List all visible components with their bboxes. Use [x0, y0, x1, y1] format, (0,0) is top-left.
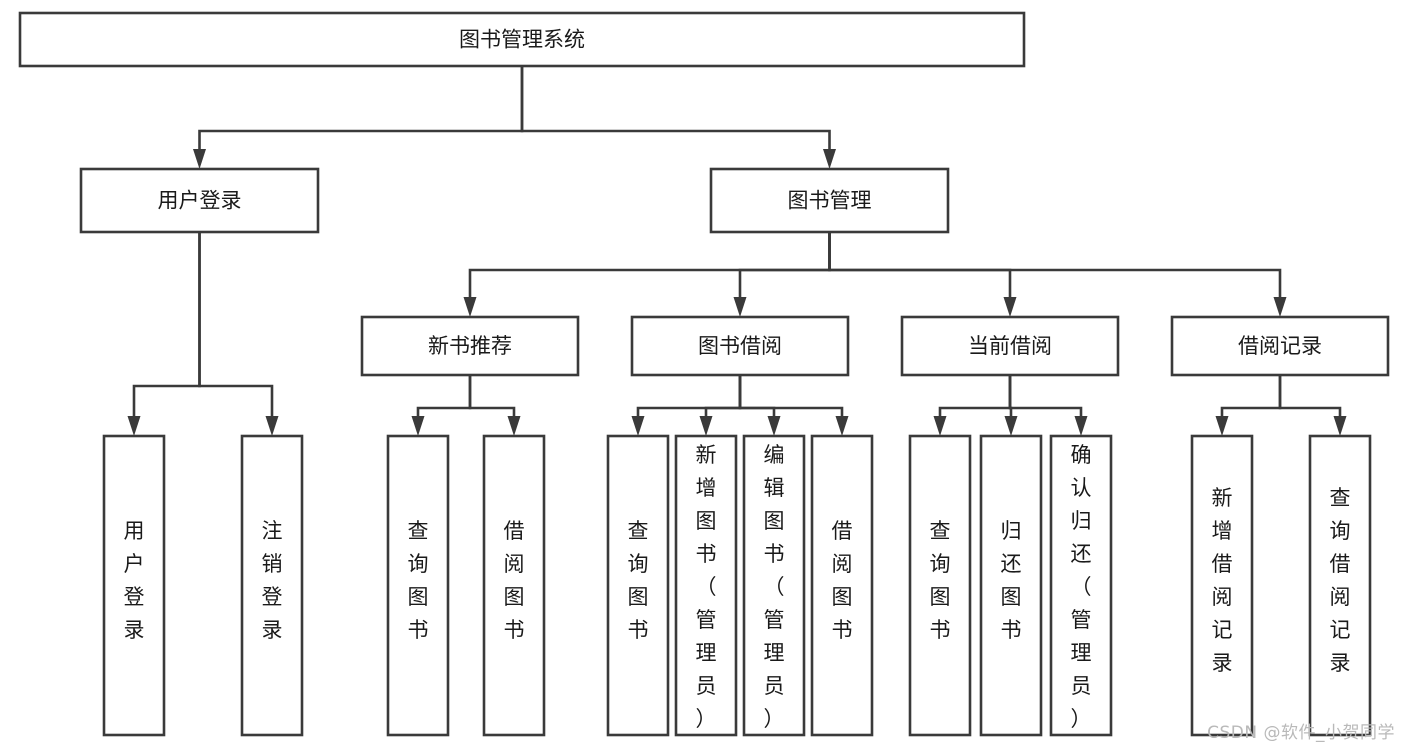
node-label-cb-confirm-return: 确认归还（管理员）: [1071, 443, 1092, 731]
node-label-bb-edit-book: 编辑图书（管理员）: [764, 443, 785, 731]
edge-arrowhead: [733, 297, 747, 317]
edge-arrowhead: [1004, 416, 1018, 436]
node-label-nbr-borrow-book: 借阅图书: [504, 519, 525, 642]
node-label-book-borrow: 图书借阅: [698, 334, 782, 358]
node-label-new-book-recommend: 新书推荐: [428, 334, 512, 358]
node-label-bb-add-book: 新增图书（管理员）: [696, 443, 717, 731]
node-label-user-login: 用户登录: [158, 189, 242, 213]
node-box-nbr-query-book[interactable]: [386, 434, 450, 737]
edge-arrowhead: [127, 416, 141, 436]
edge-arrowhead: [1273, 297, 1287, 317]
edge-borrow-record-to-br-add-record: [1220, 375, 1282, 416]
node-box-br-query-record[interactable]: [1308, 434, 1372, 737]
node-label-nbr-query-book: 查询图书: [408, 519, 429, 642]
edge-arrowhead: [507, 416, 521, 436]
edge-user-login-to-user-logout: [198, 232, 274, 416]
node-box-current-borrow[interactable]: [900, 315, 1120, 377]
node-box-bb-borrow-book[interactable]: [810, 434, 874, 737]
node-box-cb-query-book[interactable]: [908, 434, 972, 737]
edge-arrowhead: [767, 416, 781, 436]
edge-arrowhead: [1003, 297, 1017, 317]
edge-arrowhead: [699, 416, 713, 436]
node-label-bb-borrow-book: 借阅图书: [832, 519, 853, 642]
edge-borrow-record-to-br-query-record: [1278, 375, 1342, 416]
watermark-text: CSDN @软件_小贺同学: [1207, 723, 1395, 743]
edge-book-management-to-new-book-recommend: [468, 232, 831, 297]
edge-arrowhead: [631, 416, 645, 436]
node-box-book-management[interactable]: [709, 167, 950, 234]
edge-book-borrow-to-bb-add-book: [704, 375, 742, 416]
edge-user-login-to-user-login-do: [132, 232, 201, 416]
edge-new-book-recommend-to-nbr-borrow-book: [468, 375, 516, 416]
edge-current-borrow-to-cb-query-book: [938, 375, 1012, 416]
edge-arrowhead: [1215, 416, 1229, 436]
edge-arrowhead: [463, 297, 477, 317]
node-label-br-query-record: 查询借阅记录: [1330, 486, 1351, 675]
edge-arrowhead: [1074, 416, 1088, 436]
node-box-bb-add-book[interactable]: [674, 434, 738, 737]
node-box-cb-confirm-return[interactable]: [1049, 434, 1113, 737]
node-box-user-login[interactable]: [79, 167, 320, 234]
node-label-borrow-record: 借阅记录: [1238, 334, 1322, 358]
node-label-current-borrow: 当前借阅: [968, 334, 1052, 358]
edge-book-borrow-to-bb-borrow-book: [738, 375, 844, 416]
node-label-root: 图书管理系统: [459, 28, 585, 52]
node-box-user-logout[interactable]: [240, 434, 304, 737]
edge-book-management-to-book-borrow: [738, 232, 831, 297]
node-label-user-logout: 注销登录: [262, 519, 283, 642]
node-box-br-add-record[interactable]: [1190, 434, 1254, 737]
node-label-cb-query-book: 查询图书: [930, 519, 951, 642]
node-label-br-add-record: 新增借阅记录: [1212, 486, 1233, 675]
edge-arrowhead: [411, 416, 425, 436]
node-label-cb-return-book: 归还图书: [1001, 519, 1022, 642]
edge-arrowhead: [265, 416, 279, 436]
node-box-bb-edit-book[interactable]: [742, 434, 806, 737]
edge-arrowhead: [933, 416, 947, 436]
node-box-bb-query-book[interactable]: [606, 434, 670, 737]
edge-arrowhead: [835, 416, 849, 436]
edge-new-book-recommend-to-nbr-query-book: [416, 375, 472, 416]
node-box-root[interactable]: [18, 11, 1026, 68]
node-box-nbr-borrow-book[interactable]: [482, 434, 546, 737]
edge-book-borrow-to-bb-edit-book: [738, 375, 776, 416]
edge-current-borrow-to-cb-confirm-return: [1008, 375, 1083, 416]
edge-root-to-user-login: [198, 66, 524, 149]
edge-book-management-to-borrow-record: [828, 232, 1282, 297]
node-label-bb-query-book: 查询图书: [628, 519, 649, 642]
edge-arrowhead: [1333, 416, 1347, 436]
edge-book-borrow-to-bb-query-book: [636, 375, 742, 416]
edge-root-to-book-management: [520, 66, 831, 149]
node-box-new-book-recommend[interactable]: [360, 315, 580, 377]
node-label-user-login-do: 用户登录: [124, 519, 145, 642]
node-box-cb-return-book[interactable]: [979, 434, 1043, 737]
node-box-book-borrow[interactable]: [630, 315, 850, 377]
node-box-borrow-record[interactable]: [1170, 315, 1390, 377]
edge-arrowhead: [193, 149, 206, 169]
edge-book-management-to-current-borrow: [828, 232, 1012, 297]
node-box-user-login-do[interactable]: [102, 434, 166, 737]
node-label-book-management: 图书管理: [788, 189, 872, 213]
edge-arrowhead: [823, 149, 836, 169]
